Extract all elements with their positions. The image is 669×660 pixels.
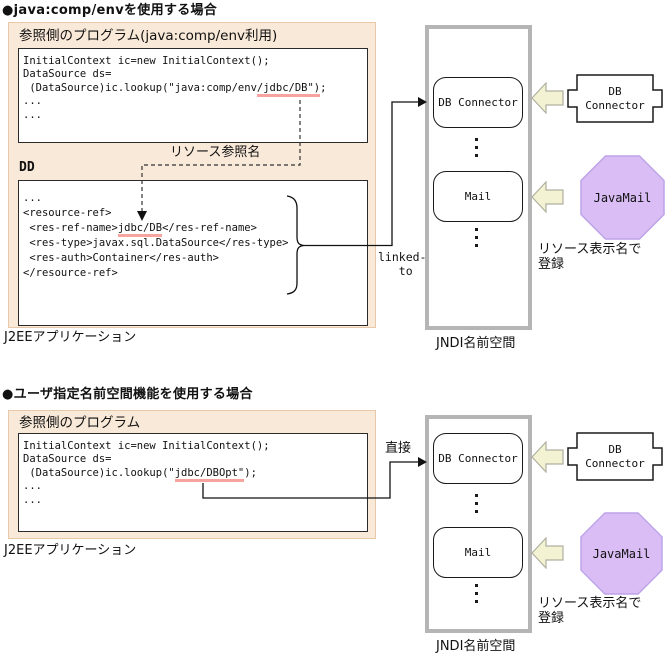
jndi-entry-db-connector-1: DB Connector — [433, 77, 523, 128]
jndi-entry-db-connector-2: DB Connector — [433, 433, 523, 484]
register-arrow-icon — [531, 537, 564, 569]
db-connector-adapter-2: DB Connector — [567, 432, 663, 481]
section1-title: ●java:comp/envを使用する場合 — [2, 3, 218, 18]
code-line: ... — [23, 95, 42, 108]
javamail-resource-1: JavaMail — [580, 155, 665, 240]
ellipsis-dots-icon — [475, 228, 478, 247]
resource-adapter-icon — [567, 432, 663, 481]
adapter-label: DB Connector — [585, 84, 645, 112]
jndi-namespace-label-2: JNDI名前空間 — [436, 639, 516, 654]
register-arrow-icon — [531, 181, 564, 213]
code-line: ... — [23, 108, 42, 121]
dd-descriptor-box: ... <resource-ref> <res-ref-name>jdbc/DB… — [18, 180, 368, 326]
resource-adapter-icon — [567, 74, 663, 123]
dd-line: </resource-ref> — [23, 267, 118, 279]
highlighted-resource-name: jdbc/DBOpt" — [174, 466, 245, 482]
dd-segment: <res-ref-name> — [23, 222, 118, 234]
code-segment: (DataSource)ic.lookup(" — [23, 466, 175, 479]
j2ee-application-label-2: J2EEアプリケーション — [4, 543, 137, 558]
dd-line: <res-ref-name>jdbc/DB</res-ref-name> — [23, 221, 367, 237]
jndi-namespace-label-1: JNDI名前空間 — [436, 336, 516, 351]
program-box-heading-2: 参照側のプログラム — [19, 415, 141, 431]
program-box-heading-1: 参照側のプログラム(java:comp/env利用) — [19, 28, 278, 44]
db-connector-adapter-1: DB Connector — [567, 74, 663, 123]
dd-segment: </res-ref-name> — [162, 222, 257, 234]
octagon-icon — [580, 512, 663, 595]
resource-ref-name-label: リソース参照名 — [170, 145, 261, 160]
code-line: (DataSource)ic.lookup("jdbc/DBOpt"); — [23, 466, 367, 482]
adapter-label: DB Connector — [585, 442, 645, 470]
register-by-display-name-label-1: リソース表示名で 登録 — [538, 242, 642, 272]
code-line: DataSource ds= — [23, 453, 112, 466]
highlighted-resource-name: /jdbc/DB") — [256, 81, 321, 97]
register-arrow-icon — [531, 441, 564, 473]
code-line: InitialContext ic=new InitialContext(); — [23, 440, 270, 452]
ellipsis-dots-icon — [475, 494, 478, 513]
javamail-label: JavaMail — [593, 190, 652, 205]
jndi-entry-mail-2: Mail — [433, 527, 523, 578]
code-line: ... — [23, 493, 42, 506]
dd-label: DD — [19, 160, 35, 175]
register-arrow-icon — [531, 82, 564, 114]
register-by-display-name-label-2: リソース表示名で 登録 — [538, 596, 642, 626]
jndi-entry-mail-1: Mail — [433, 171, 523, 222]
highlighted-res-ref-name: jdbc/DB — [117, 222, 163, 237]
section2-title: ●ユーザ指定名前空間機能を使用する場合 — [2, 387, 253, 402]
code-segment: ); — [244, 466, 257, 479]
linked-to-label: linked- to — [378, 250, 427, 278]
code-line: ... — [23, 480, 42, 493]
program-code-box-1: InitialContext ic=new InitialContext(); … — [18, 48, 368, 143]
dd-line: ... — [23, 192, 42, 204]
code-segment: (DataSource)ic.lookup("java:comp/env — [23, 81, 257, 94]
dd-line: <res-auth>Container</res-auth> — [23, 252, 219, 264]
code-line: DataSource ds= — [23, 68, 112, 81]
code-line: (DataSource)ic.lookup("java:comp/env/jdb… — [23, 81, 367, 97]
program-code-box-2: InitialContext ic=new InitialContext(); … — [18, 433, 368, 532]
ellipsis-dots-icon — [475, 138, 478, 157]
dd-line: <res-type>javax.sql.DataSource</res-type… — [23, 237, 289, 249]
code-segment: ; — [320, 81, 327, 94]
direct-label: 直接 — [385, 441, 412, 456]
ellipsis-dots-icon — [475, 584, 478, 603]
javamail-label: JavaMail — [592, 546, 651, 561]
octagon-icon — [580, 155, 665, 240]
dd-line: <resource-ref> — [23, 207, 112, 219]
code-line: InitialContext ic=new InitialContext(); — [23, 55, 270, 67]
j2ee-application-label-1: J2EEアプリケーション — [4, 330, 137, 345]
javamail-resource-2: JavaMail — [580, 512, 663, 595]
